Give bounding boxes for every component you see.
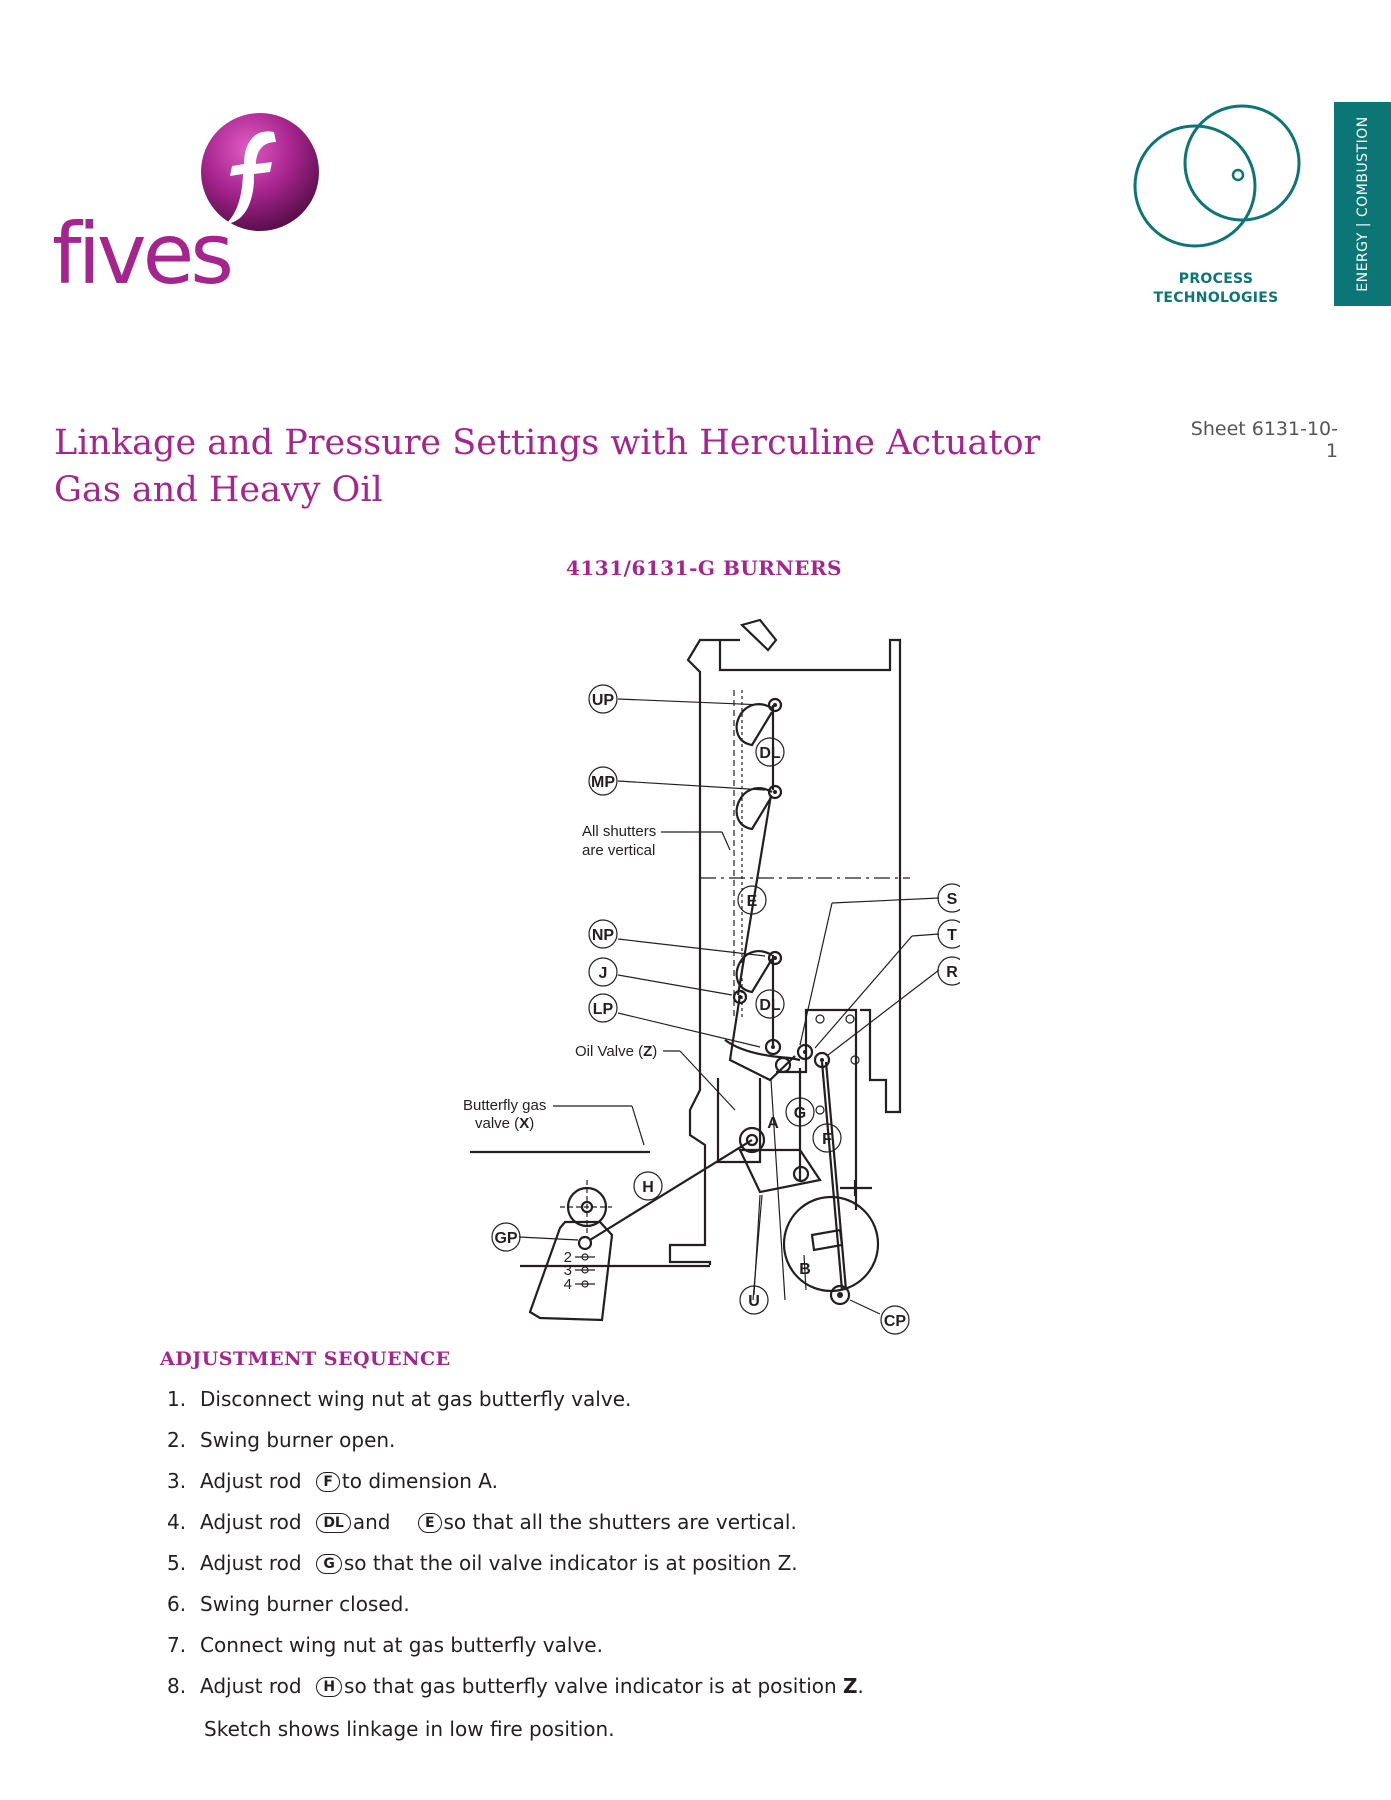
linkage-diagram: UP DL MP E NP J DL LP S T R G A F H GP U… <box>463 618 960 1335</box>
callout-g: G <box>785 1097 815 1127</box>
rod-badge-dl: DL <box>316 1513 351 1533</box>
step-7: 7.Connect wing nut at gas butterfly valv… <box>167 1633 603 1657</box>
herculine-actuator <box>782 1180 880 1306</box>
butterfly-valve-label-line2: valve (X) <box>475 1115 534 1132</box>
svg-text:DL: DL <box>759 997 781 1014</box>
svg-text:NP: NP <box>592 927 615 944</box>
callout-lp: LP <box>588 993 618 1023</box>
figure-heading: 4131/6131-G BURNERS <box>565 556 843 580</box>
adjustment-heading: ADJUSTMENT SEQUENCE <box>160 1348 451 1370</box>
svg-text:DL: DL <box>759 745 781 762</box>
svg-text:2: 2 <box>564 1249 572 1266</box>
callout-dl-top: DL <box>755 737 785 767</box>
svg-text:G: G <box>794 1105 806 1122</box>
callout-e: E <box>737 885 767 915</box>
sketch-note: Sketch shows linkage in low fire positio… <box>204 1717 615 1741</box>
adjustment-steps: 1.Disconnect wing nut at gas butterfly v… <box>167 1384 864 1712</box>
callout-up: UP <box>588 684 618 714</box>
svg-text:UP: UP <box>592 692 615 709</box>
svg-text:B: B <box>799 1261 811 1278</box>
oil-valve-label: Oil Valve (Z) <box>575 1043 657 1060</box>
callout-f: F <box>812 1123 842 1153</box>
svg-text:A: A <box>767 1115 779 1132</box>
fives-logo-sphere: f <box>201 113 319 231</box>
svg-text:U: U <box>748 1293 760 1310</box>
division-line2: TECHNOLOGIES <box>1153 290 1279 306</box>
step-1: 1.Disconnect wing nut at gas butterfly v… <box>167 1387 632 1411</box>
callout-t: T <box>937 919 960 949</box>
title-line1: Linkage and Pressure Settings with Hercu… <box>54 423 1041 463</box>
callout-gp: GP <box>491 1222 521 1252</box>
svg-text:T: T <box>947 927 957 944</box>
butterfly-valve-label-line1: Butterfly gas <box>463 1097 546 1114</box>
svg-text:4: 4 <box>564 1276 572 1293</box>
svg-text:R: R <box>946 964 958 981</box>
division-line1: PROCESS <box>1178 271 1254 287</box>
callout-s: S <box>937 883 960 913</box>
shutter-pivots <box>728 697 860 1183</box>
rod-badge-h: H <box>316 1677 343 1697</box>
svg-text:3: 3 <box>564 1262 572 1279</box>
sheet-number: Sheet 6131-10-1 <box>1190 418 1338 462</box>
rod-badge-f: F <box>316 1472 340 1492</box>
svg-text:H: H <box>642 1179 654 1196</box>
process-technologies-logo <box>1133 104 1301 248</box>
callout-dl-mid: DL <box>755 989 785 1019</box>
callout-mp: MP <box>588 766 618 796</box>
svg-text:LP: LP <box>593 1001 614 1018</box>
callout-u: U <box>739 1285 769 1315</box>
leader-lines <box>518 698 940 1315</box>
callout-h: H <box>633 1171 663 1201</box>
callout-j: J <box>588 957 618 987</box>
svg-text:GP: GP <box>494 1230 517 1247</box>
callout-cp: CP <box>880 1305 910 1335</box>
tab-label: ENERGY | COMBUSTION <box>1354 116 1371 292</box>
shutters-note-line1: All shutters <box>582 823 656 840</box>
burner-frame <box>668 618 902 1265</box>
rod-badge-e: E <box>417 1513 442 1533</box>
gas-valve-crank <box>528 1180 614 1322</box>
fives-wordmark: fives <box>52 205 234 303</box>
svg-text:S: S <box>947 891 958 908</box>
callout-np: NP <box>588 919 618 949</box>
svg-text:CP: CP <box>884 1313 907 1330</box>
svg-text:F: F <box>822 1131 832 1148</box>
gas-valve-positions: 2 3 4 <box>564 1249 572 1293</box>
rod-badge-g: G <box>316 1554 342 1574</box>
step-6: 6.Swing burner closed. <box>167 1592 410 1616</box>
svg-text:E: E <box>747 893 758 910</box>
title-line2: Gas and Heavy Oil <box>54 470 383 510</box>
process-technologies-label: PROCESS TECHNOLOGIES <box>1120 270 1312 308</box>
linkage-rods <box>589 705 848 1291</box>
svg-text:J: J <box>599 965 608 982</box>
label-b: B <box>799 1261 811 1278</box>
energy-combustion-tab: ENERGY | COMBUSTION <box>1334 102 1391 306</box>
shutters-note-line2: are vertical <box>582 842 655 859</box>
svg-text:MP: MP <box>591 774 615 791</box>
label-a: A <box>767 1115 779 1132</box>
step-2: 2.Swing burner open. <box>167 1428 396 1452</box>
page-title: Linkage and Pressure Settings with Hercu… <box>54 420 1040 514</box>
callout-r: R <box>937 956 960 986</box>
